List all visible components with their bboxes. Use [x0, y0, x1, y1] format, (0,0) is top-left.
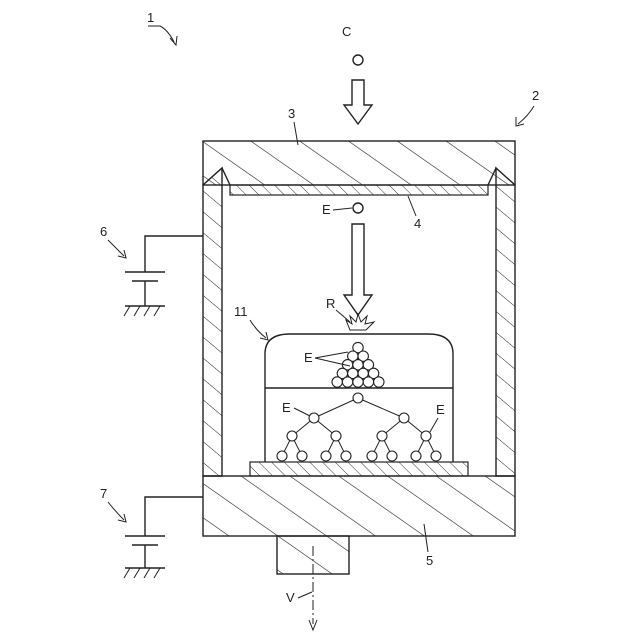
reaction-leader: [336, 310, 350, 322]
tree-particle: [297, 451, 307, 461]
tree-particle: [377, 431, 387, 441]
tree-particle: [341, 451, 351, 461]
chamber-ref-arrowhead: [516, 117, 524, 126]
particle-tree: [277, 393, 441, 461]
tree-particle: [431, 451, 441, 461]
supply-top-ground-wire: [125, 281, 165, 306]
tree-right-particle-label: E: [436, 402, 445, 417]
emitted-arrow: [344, 224, 372, 315]
chamber-ref-label: 2: [532, 88, 539, 103]
tree-particle: [287, 431, 297, 441]
tree-particle: [367, 451, 377, 461]
supply-bottom-wire: [145, 497, 203, 536]
incoming-particle: [353, 55, 363, 65]
tree-branch: [314, 398, 358, 418]
film-ref-leader: [408, 196, 416, 216]
right-wall: [496, 168, 515, 476]
tree-particle: [331, 431, 341, 441]
supply-bottom-ref-label: 7: [100, 486, 107, 501]
left-wall: [203, 168, 222, 476]
pyramid-particle: [363, 377, 373, 387]
stage: [203, 476, 515, 536]
axis-label: V: [286, 590, 295, 605]
supply-bottom-ground-icon: [124, 568, 160, 578]
reaction-label: R: [326, 296, 335, 311]
tree-particle: [399, 413, 409, 423]
tree-particle: [411, 451, 421, 461]
substrate: [250, 462, 468, 476]
film-layer: [230, 185, 488, 195]
supply-top-ref-label: 6: [100, 224, 107, 239]
emitted-particle-leader: [333, 208, 352, 210]
tree-particle: [277, 451, 287, 461]
structure-ref-label: 11: [234, 304, 248, 319]
particle-pyramid: [332, 342, 384, 387]
pyramid-particle: [342, 377, 352, 387]
pyramid-particle-label: E: [304, 350, 313, 365]
pyramid-particle: [353, 377, 363, 387]
pyramid-particle: [332, 377, 342, 387]
tree-particle: [387, 451, 397, 461]
figure-ref-label: 1: [147, 10, 154, 25]
tree-particle: [353, 393, 363, 403]
top-plate-ref-label: 3: [288, 106, 295, 121]
structure-ref-leader: [250, 320, 266, 338]
film-ref-label: 4: [414, 216, 421, 231]
pyramid-particle: [374, 377, 384, 387]
supply-top-wire: [145, 236, 203, 272]
chamber-ref-leader: [518, 106, 534, 124]
reaction-spark-icon: [346, 314, 374, 330]
supply-top-ref-leader: [108, 240, 124, 256]
tree-branch: [358, 398, 404, 418]
tree-left-particle-leader: [294, 408, 310, 416]
tree-particle: [321, 451, 331, 461]
tree-particle: [421, 431, 431, 441]
incoming-particle-label: C: [342, 24, 351, 39]
emitted-particle-label: E: [322, 202, 331, 217]
top-plate: [203, 141, 515, 185]
supply-top-ground-icon: [124, 306, 160, 316]
incoming-arrow: [344, 80, 372, 124]
supply-bottom-ground-wire: [125, 545, 165, 568]
figure-ref-leader: [148, 26, 174, 42]
pyramid-particle-leader-a: [315, 352, 348, 358]
supply-bottom-ref-leader: [108, 502, 124, 520]
tree-right-particle-leader: [430, 418, 438, 432]
stage-ref-label: 5: [426, 553, 433, 568]
tree-particle: [309, 413, 319, 423]
emitted-particle: [353, 203, 363, 213]
axis-label-leader: [298, 592, 312, 598]
tree-left-particle-label: E: [282, 400, 291, 415]
